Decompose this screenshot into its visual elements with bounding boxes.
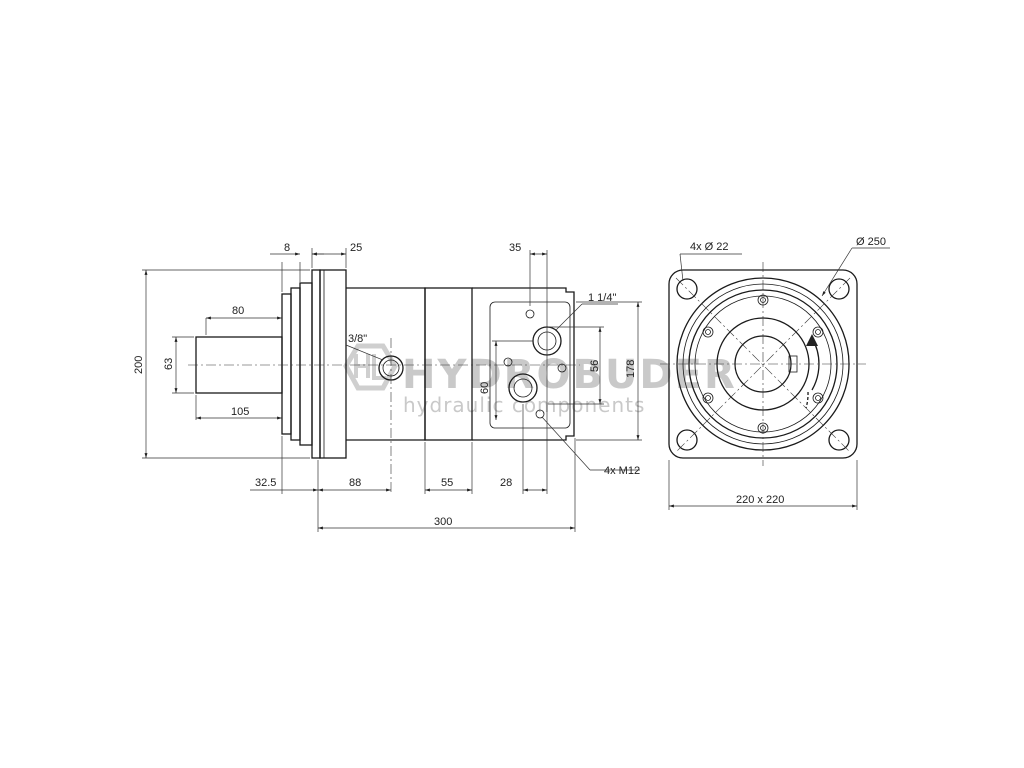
label-pitch-circle: Ø 250 (856, 236, 886, 248)
mounting-holes (676, 278, 850, 451)
label-dim-8: 8 (284, 242, 290, 254)
label-dim-200: 200 (133, 356, 145, 374)
label-dim-63: 63 (163, 358, 175, 370)
label-dim-88: 88 (349, 477, 361, 489)
label-dim-300: 300 (434, 516, 452, 528)
leader-port-main (555, 303, 583, 331)
label-dim-178: 178 (625, 360, 637, 378)
label-dim-28: 28 (500, 477, 512, 489)
front-view: 4x Ø 22 Ø 250 220 x 220 (660, 236, 890, 510)
leader-m12 (541, 416, 591, 471)
watermark-brand: HYDROBUDER (402, 352, 737, 398)
label-flange-square: 220 x 220 (736, 494, 784, 506)
label-dim-32-5: 32.5 (255, 477, 276, 489)
label-dim-55: 55 (441, 477, 453, 489)
watermark: HYDROBUDER hydraulic components (343, 343, 737, 417)
label-port-main: 1 1/4" (588, 292, 616, 304)
label-dim-105: 105 (231, 406, 249, 418)
label-dim-60: 60 (479, 382, 491, 394)
label-thread-holes: 4x M12 (604, 465, 640, 477)
hexagon-logo-icon (343, 343, 398, 391)
label-mount-holes: 4x Ø 22 (690, 241, 729, 253)
side-view: 8 25 35 1 1/4" 3/8" 80 105 63 200 178 56… (133, 242, 642, 532)
label-dim-80: 80 (232, 305, 244, 317)
leader-drain (345, 344, 384, 361)
label-dim-35: 35 (509, 242, 521, 254)
label-dim-56: 56 (589, 360, 601, 372)
label-dim-25: 25 (350, 242, 362, 254)
label-port-drain: 3/8" (348, 333, 367, 345)
